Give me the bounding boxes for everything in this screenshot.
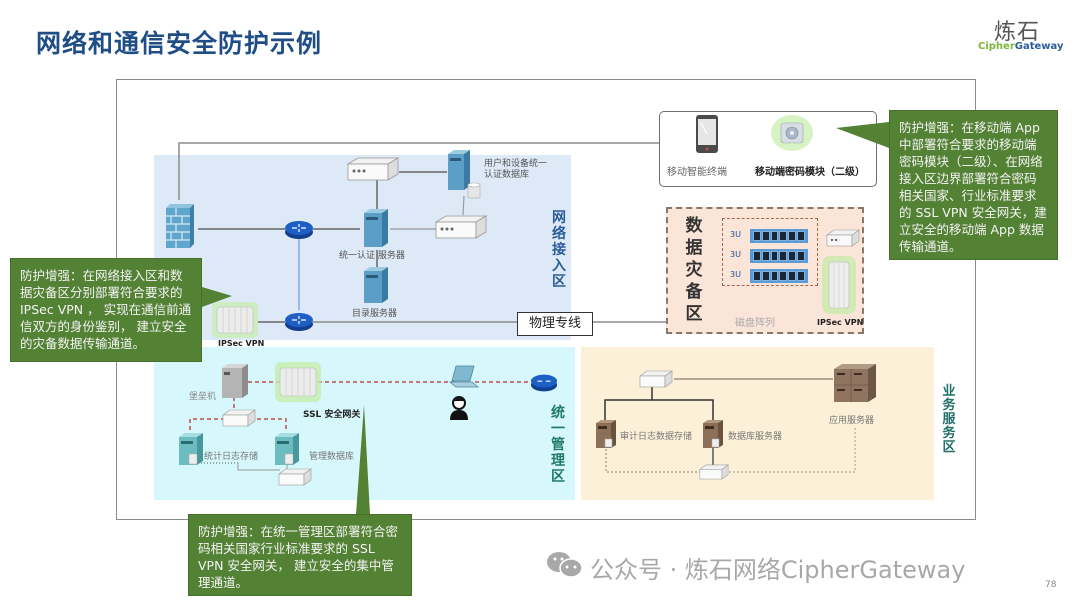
app-server-label: 应用服务器 — [829, 416, 875, 426]
bastion-host-icon — [220, 363, 250, 403]
disk-unit-icon — [750, 229, 808, 243]
switch-icon — [638, 370, 674, 392]
dr-ipsec-vpn-icon — [822, 256, 856, 318]
callout-pointer-ipsec — [202, 287, 232, 307]
server-icon — [446, 149, 472, 195]
link-db-switch — [462, 195, 465, 216]
log-storage-server-icon — [177, 432, 205, 470]
link-biz-branch — [604, 399, 714, 430]
callout-pointer-mobile — [836, 122, 889, 148]
user-icon — [449, 396, 469, 424]
switch-icon — [699, 464, 729, 484]
switch-icon — [278, 468, 312, 490]
callout-mobile-protection: 防护增强：在移动端 App 中部署符合要求的移动端密码模块（二级）、在网络接入区… — [889, 110, 1058, 260]
link-firewall-mobile — [178, 142, 659, 200]
firewall-icon — [162, 202, 196, 254]
switch-icon — [434, 214, 488, 244]
directory-server-icon — [362, 266, 390, 308]
audit-log-server-icon — [594, 419, 618, 453]
zone-label-disaster-recovery: 数据灾备区 — [685, 216, 703, 324]
disk-unit-label: 3U — [730, 250, 741, 259]
mgmt-db-label: 管理数据库 — [309, 452, 355, 462]
physical-line-box: 物理专线 — [517, 312, 593, 336]
log-storage-label: 统计日志存储 — [204, 452, 259, 462]
db-server-icon — [701, 419, 725, 453]
ipsec-vpn-icon — [212, 302, 258, 342]
ipsec-vpn-label: IPSec VPN — [218, 339, 265, 348]
link-storage-switch2 — [237, 463, 280, 471]
router-icon — [284, 312, 314, 336]
router-icon — [284, 220, 314, 244]
zone-label-business: 业务服务区 — [942, 384, 956, 455]
db-server-label: 数据库服务器 — [728, 432, 783, 442]
mobile-phone-icon — [695, 114, 719, 158]
disk-array-box — [722, 218, 818, 286]
ssl-gateway-label: SSL 安全网关 — [303, 410, 361, 420]
dr-ipsec-vpn-label: IPSec VPN — [817, 318, 864, 327]
auth-server-icon — [362, 208, 390, 252]
auth-server-label: 统一认证 服务器 — [339, 251, 405, 261]
switch-icon — [826, 229, 860, 251]
callout-pointer-ssl — [356, 405, 370, 514]
link-audit-switch2-dotted — [605, 445, 703, 473]
directory-server-label: 目录服务器 — [352, 309, 398, 319]
router-icon — [530, 373, 558, 397]
bastion-label: 堡垒机 — [189, 392, 217, 402]
mobile-terminal-label: 移动智能终端 — [667, 167, 727, 178]
logo-text-en: CipherGateway — [978, 41, 1063, 52]
logo-en-part1: Cipher — [978, 41, 1015, 52]
disk-array-label: 磁盘阵列 — [735, 318, 775, 329]
logo-en-part2: Gateway — [1014, 41, 1064, 52]
zone-label-access: 网络接入区 — [552, 210, 566, 290]
link-switch-mgmtdb — [250, 418, 287, 430]
auth-db-label: 用户和设备统一认证数据库 — [484, 159, 548, 180]
link-switch2-app — [725, 427, 856, 473]
link-switch-storage — [189, 418, 225, 430]
mobile-box — [659, 111, 877, 187]
laptop-icon — [448, 365, 480, 395]
page-number: 78 — [1045, 580, 1057, 590]
zone-label-management: 统一管理区 — [551, 405, 565, 485]
audit-log-label: 审计日志数据存储 — [620, 432, 693, 442]
app-server-icon — [832, 363, 878, 407]
callout-ipsec-protection: 防护增强：在网络接入区和数据灾备区分别部署符合要求的 IPSec VPN ， 实… — [10, 258, 202, 362]
disk-unit-icon — [750, 269, 808, 283]
switch-icon — [222, 409, 256, 431]
crypto-module-label: 移动端密码模块（二级） — [755, 167, 865, 178]
watermark-text: 公众号 · 炼石网络CipherGateway — [590, 556, 966, 584]
disk-unit-label: 3U — [730, 270, 741, 279]
mgmt-db-server-icon — [273, 432, 301, 470]
switch-icon — [346, 156, 400, 186]
callout-ssl-protection: 防护增强：在统一管理区部署符合密码相关国家行业标准要求的 SSL VPN 安全网… — [188, 514, 412, 596]
wechat-icon — [545, 551, 585, 583]
disk-unit-label: 3U — [730, 230, 741, 239]
crypto-module-icon — [770, 114, 814, 156]
database-icon — [467, 182, 481, 204]
ssl-gateway-icon — [275, 362, 321, 406]
page-title: 网络和通信安全防护示例 — [36, 29, 323, 58]
logo-text-cn: 炼石 — [994, 20, 1041, 45]
disk-unit-icon — [750, 249, 808, 263]
